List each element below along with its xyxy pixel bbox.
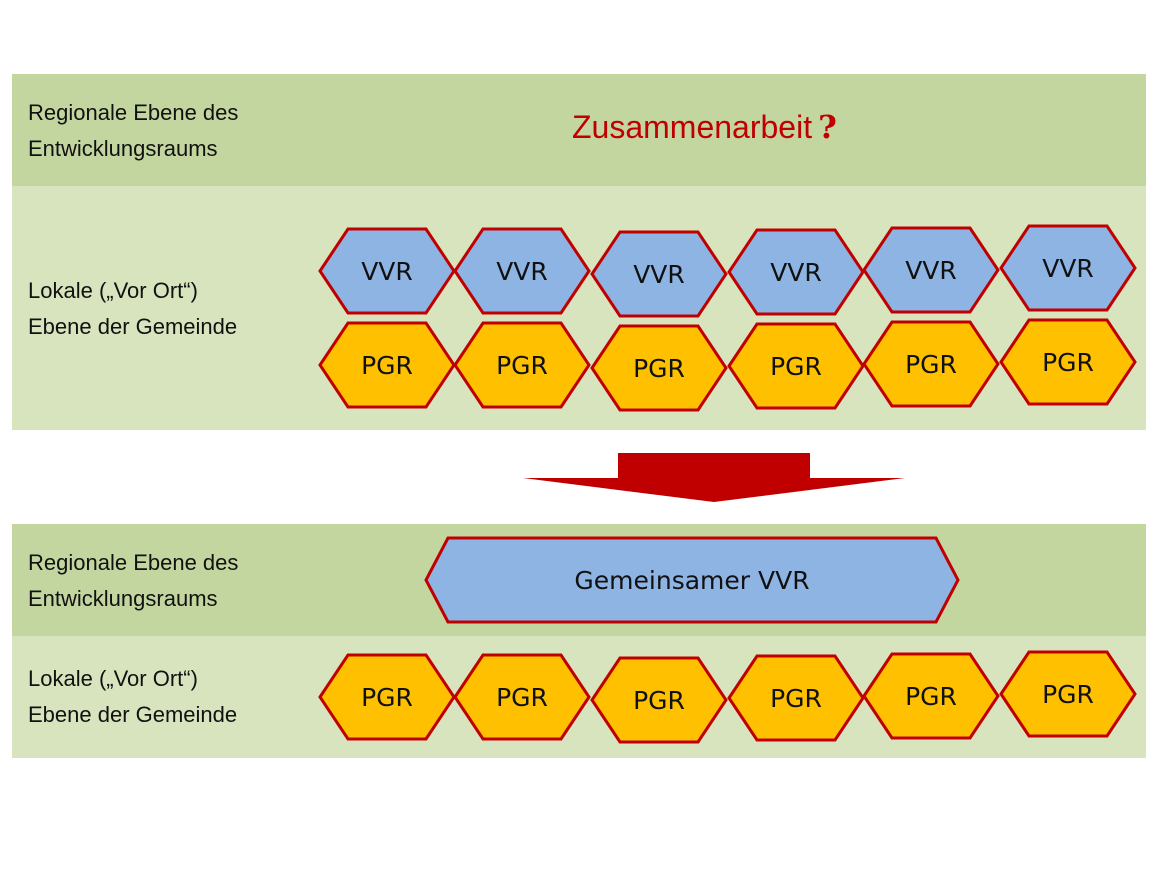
vvr-hexagon-label: VVR [496, 257, 548, 286]
pgr-hexagon: PGR [318, 321, 456, 409]
label-line: Lokale („Vor Ort“) [28, 666, 198, 691]
vvr-hexagon-shape [999, 224, 1137, 312]
pgr-hexagon: PGR [590, 656, 728, 744]
vvr-hexagon-label: VVR [770, 258, 822, 287]
question-mark-icon: ? [818, 108, 837, 146]
pgr-hexagon: PGR [727, 654, 865, 742]
pgr-hexagon-shape [727, 322, 865, 410]
pgr-hexagon-label: PGR [770, 684, 822, 713]
pgr-hexagon-shape [590, 656, 728, 744]
pgr-hexagon: PGR [590, 324, 728, 412]
before-local-label: Lokale („Vor Ort“) Ebene der Gemeinde [28, 273, 237, 345]
vvr-hexagon-label: VVR [633, 260, 685, 289]
label-line: Ebene der Gemeinde [28, 314, 238, 339]
pgr-hexagon-label: PGR [770, 352, 822, 381]
pgr-hexagon-label: PGR [496, 351, 548, 380]
collaboration-text: Zusammenarbeit [572, 109, 813, 145]
pgr-hexagon-shape [453, 321, 591, 409]
pgr-hexagon-label: PGR [361, 351, 413, 380]
label-line: Regionale Ebene des [28, 550, 239, 575]
pgr-hexagon: PGR [318, 653, 456, 741]
pgr-hexagon: PGR [862, 652, 1000, 740]
after-local-label: Lokale („Vor Ort“) Ebene der Gemeinde [28, 661, 237, 733]
vvr-hexagon: VVR [862, 226, 1000, 314]
label-line: Lokale („Vor Ort“) [28, 278, 198, 303]
pgr-hexagon-label: PGR [1042, 680, 1094, 709]
vvr-hexagon: VVR [318, 227, 456, 315]
shared-vvr-shape-shape [424, 536, 960, 624]
vvr-hexagon-label: VVR [1042, 254, 1094, 283]
pgr-hexagon: PGR [727, 322, 865, 410]
vvr-hexagon-shape [862, 226, 1000, 314]
pgr-hexagon-label: PGR [905, 350, 957, 379]
vvr-hexagon: VVR [453, 227, 591, 315]
pgr-hexagon: PGR [453, 321, 591, 409]
before-regional-label: Regionale Ebene des Entwicklungsraums [28, 95, 238, 167]
vvr-hexagon-label: VVR [905, 256, 957, 285]
pgr-hexagon: PGR [999, 650, 1137, 738]
vvr-hexagon: VVR [727, 228, 865, 316]
vvr-hexagon: VVR [590, 230, 728, 318]
pgr-hexagon-label: PGR [633, 354, 685, 383]
label-line: Entwicklungsraums [28, 586, 218, 611]
before-regional-band [12, 74, 1146, 186]
pgr-hexagon: PGR [862, 320, 1000, 408]
pgr-hexagon: PGR [999, 318, 1137, 406]
label-line: Ebene der Gemeinde [28, 702, 238, 727]
pgr-hexagon-label: PGR [361, 683, 413, 712]
pgr-hexagon-label: PGR [633, 686, 685, 715]
collaboration-title: Zusammenarbeit? [572, 108, 837, 146]
shared-vvr-shape-label: Gemeinsamer VVR [574, 566, 809, 595]
vvr-hexagon-shape [590, 230, 728, 318]
pgr-hexagon-shape [727, 654, 865, 742]
vvr-hexagon-shape [727, 228, 865, 316]
pgr-hexagon-shape [999, 318, 1137, 406]
pgr-hexagon-label: PGR [496, 683, 548, 712]
after-regional-label: Regionale Ebene des Entwicklungsraums [28, 545, 238, 617]
pgr-hexagon-shape [453, 653, 591, 741]
vvr-hexagon: VVR [999, 224, 1137, 312]
pgr-hexagon-label: PGR [905, 682, 957, 711]
shared-vvr-shape: Gemeinsamer VVR [424, 536, 960, 624]
pgr-hexagon: PGR [453, 653, 591, 741]
label-line: Entwicklungsraums [28, 136, 218, 161]
arrow-down-icon [523, 453, 905, 502]
pgr-hexagon-shape [590, 324, 728, 412]
label-line: Regionale Ebene des [28, 100, 239, 125]
vvr-hexagon-shape [453, 227, 591, 315]
pgr-hexagon-shape [862, 652, 1000, 740]
pgr-hexagon-label: PGR [1042, 348, 1094, 377]
pgr-hexagon-shape [862, 320, 1000, 408]
pgr-hexagon-shape [999, 650, 1137, 738]
vvr-hexagon-label: VVR [361, 257, 413, 286]
